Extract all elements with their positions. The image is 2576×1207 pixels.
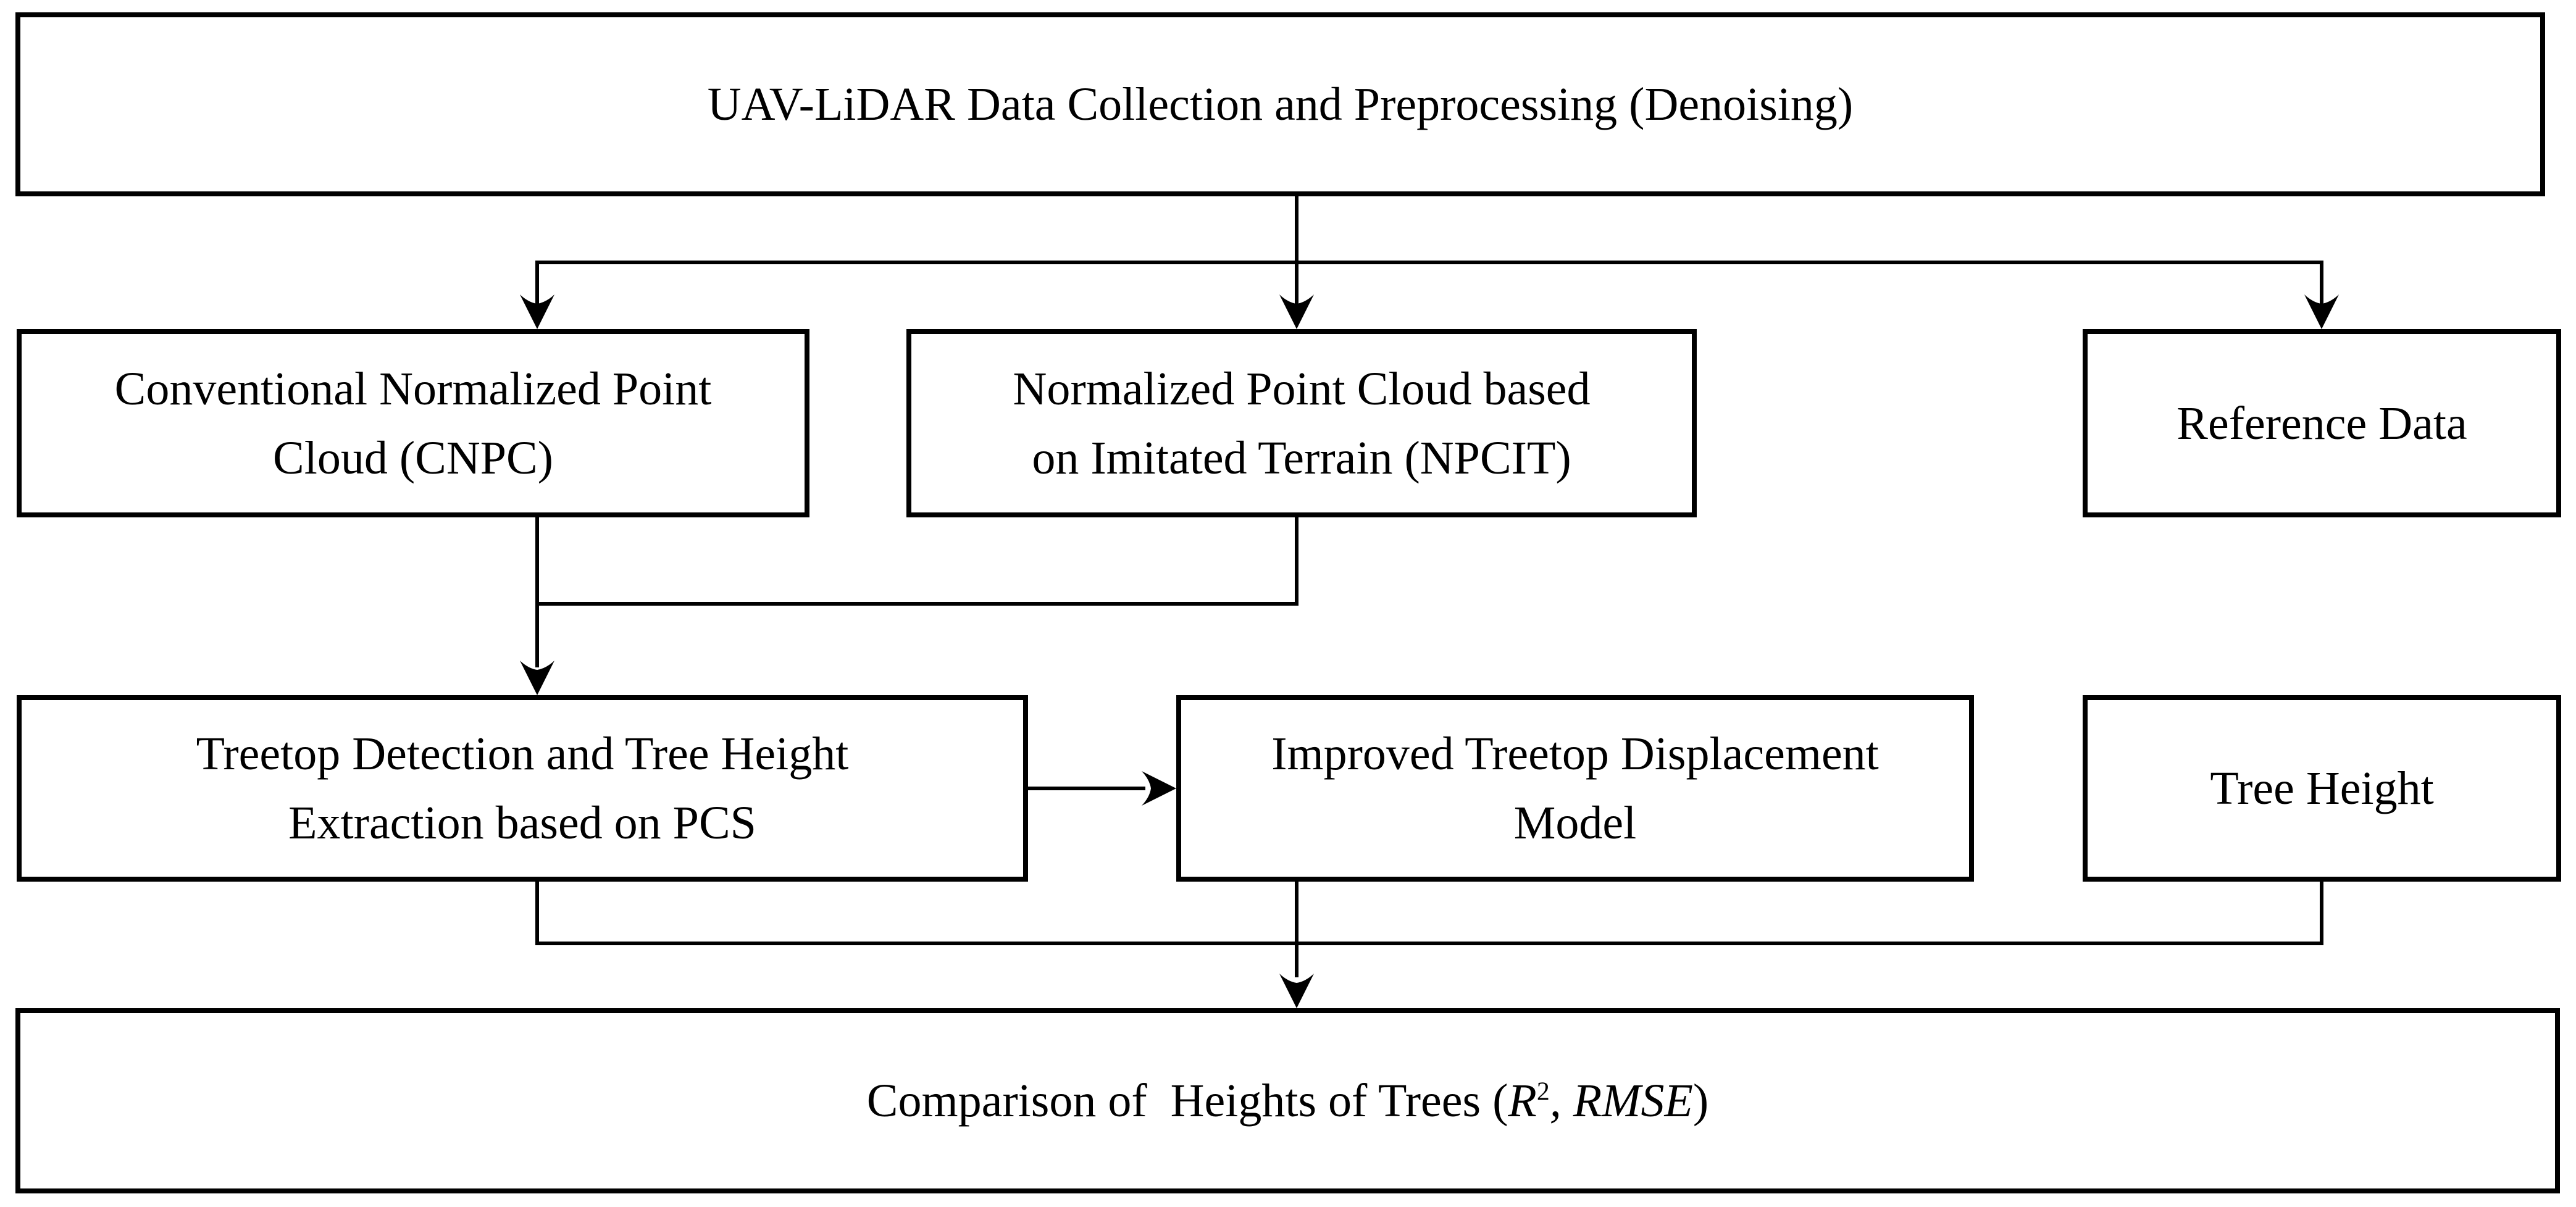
arrowhead-down-into-npcit-icon bbox=[1279, 294, 1314, 329]
box-normalized-point-cloud-imitated-terrain: Normalized Point Cloud based on Imitated… bbox=[906, 329, 1697, 517]
box-label-line: on Imitated Terrain (NPCIT) bbox=[1032, 432, 1571, 484]
connector-branch-horizontal bbox=[535, 261, 2323, 264]
box-label-line: Conventional Normalized Point bbox=[114, 362, 712, 415]
final-label-suffix: ) bbox=[1692, 1075, 1709, 1127]
connector-branch-to-npcit bbox=[1295, 262, 1298, 315]
box-label: Comparison of Heights of Trees (R2, RMSE… bbox=[867, 1066, 1708, 1135]
connector-npcit-down bbox=[1295, 517, 1298, 606]
box-tree-height: Tree Height bbox=[2083, 695, 2561, 882]
box-treetop-detection-height-extraction: Treetop Detection and Tree Height Extrac… bbox=[17, 695, 1028, 882]
box-label: UAV-LiDAR Data Collection and Preprocess… bbox=[707, 78, 1854, 130]
connector-tree-height-down bbox=[2320, 882, 2323, 945]
box-label: Reference Data bbox=[2177, 397, 2467, 449]
box-label-line: Model bbox=[1513, 797, 1637, 849]
box-comparison-of-heights: Comparison of Heights of Trees (R2, RMSE… bbox=[15, 1008, 2560, 1193]
final-label-rmse: RMSE bbox=[1573, 1075, 1693, 1127]
final-label-prefix: Comparison of Heights of Trees ( bbox=[866, 1075, 1508, 1127]
connector-branch-to-cnpc bbox=[535, 262, 539, 315]
arrowhead-down-into-treetop-icon bbox=[520, 661, 554, 695]
box-label-line: Normalized Point Cloud based bbox=[1013, 362, 1591, 415]
arrowhead-down-into-final-icon bbox=[1279, 974, 1314, 1008]
arrowhead-right-into-model-icon bbox=[1142, 771, 1176, 806]
box-label-line: Cloud (CNPC) bbox=[273, 432, 553, 484]
box-reference-data: Reference Data bbox=[2083, 329, 2561, 517]
box-label-line: Treetop Detection and Tree Height bbox=[196, 728, 849, 780]
arrowhead-down-into-cnpc-icon bbox=[520, 294, 554, 329]
connector-branch-to-reference bbox=[2320, 262, 2323, 315]
box-label-line: Extraction based on PCS bbox=[288, 797, 756, 849]
connector-treetop-down bbox=[535, 882, 539, 945]
box-uav-lidar-preprocessing: UAV-LiDAR Data Collection and Preprocess… bbox=[15, 12, 2545, 196]
box-conventional-normalized-point-cloud: Conventional Normalized Point Cloud (CNP… bbox=[17, 329, 809, 517]
final-label-r-sup: 2 bbox=[1536, 1077, 1550, 1106]
connector-cnpc-down bbox=[535, 517, 539, 606]
connector-into-treetop bbox=[535, 606, 539, 667]
connector-treetop-to-model bbox=[1028, 787, 1145, 790]
box-label: Tree Height bbox=[2210, 762, 2434, 814]
connector-merge-cnpc-npcit bbox=[535, 602, 1298, 606]
connector-merge-bottom bbox=[535, 942, 2323, 945]
connector-top-to-branch bbox=[1295, 196, 1298, 264]
connector-model-to-final bbox=[1295, 882, 1298, 977]
box-improved-treetop-displacement-model: Improved Treetop Displacement Model bbox=[1176, 695, 1974, 882]
box-label-line: Improved Treetop Displacement bbox=[1271, 728, 1879, 780]
final-label-r: R bbox=[1508, 1075, 1537, 1127]
final-label-sep: , bbox=[1549, 1075, 1573, 1127]
arrowhead-down-into-reference-icon bbox=[2304, 294, 2339, 329]
